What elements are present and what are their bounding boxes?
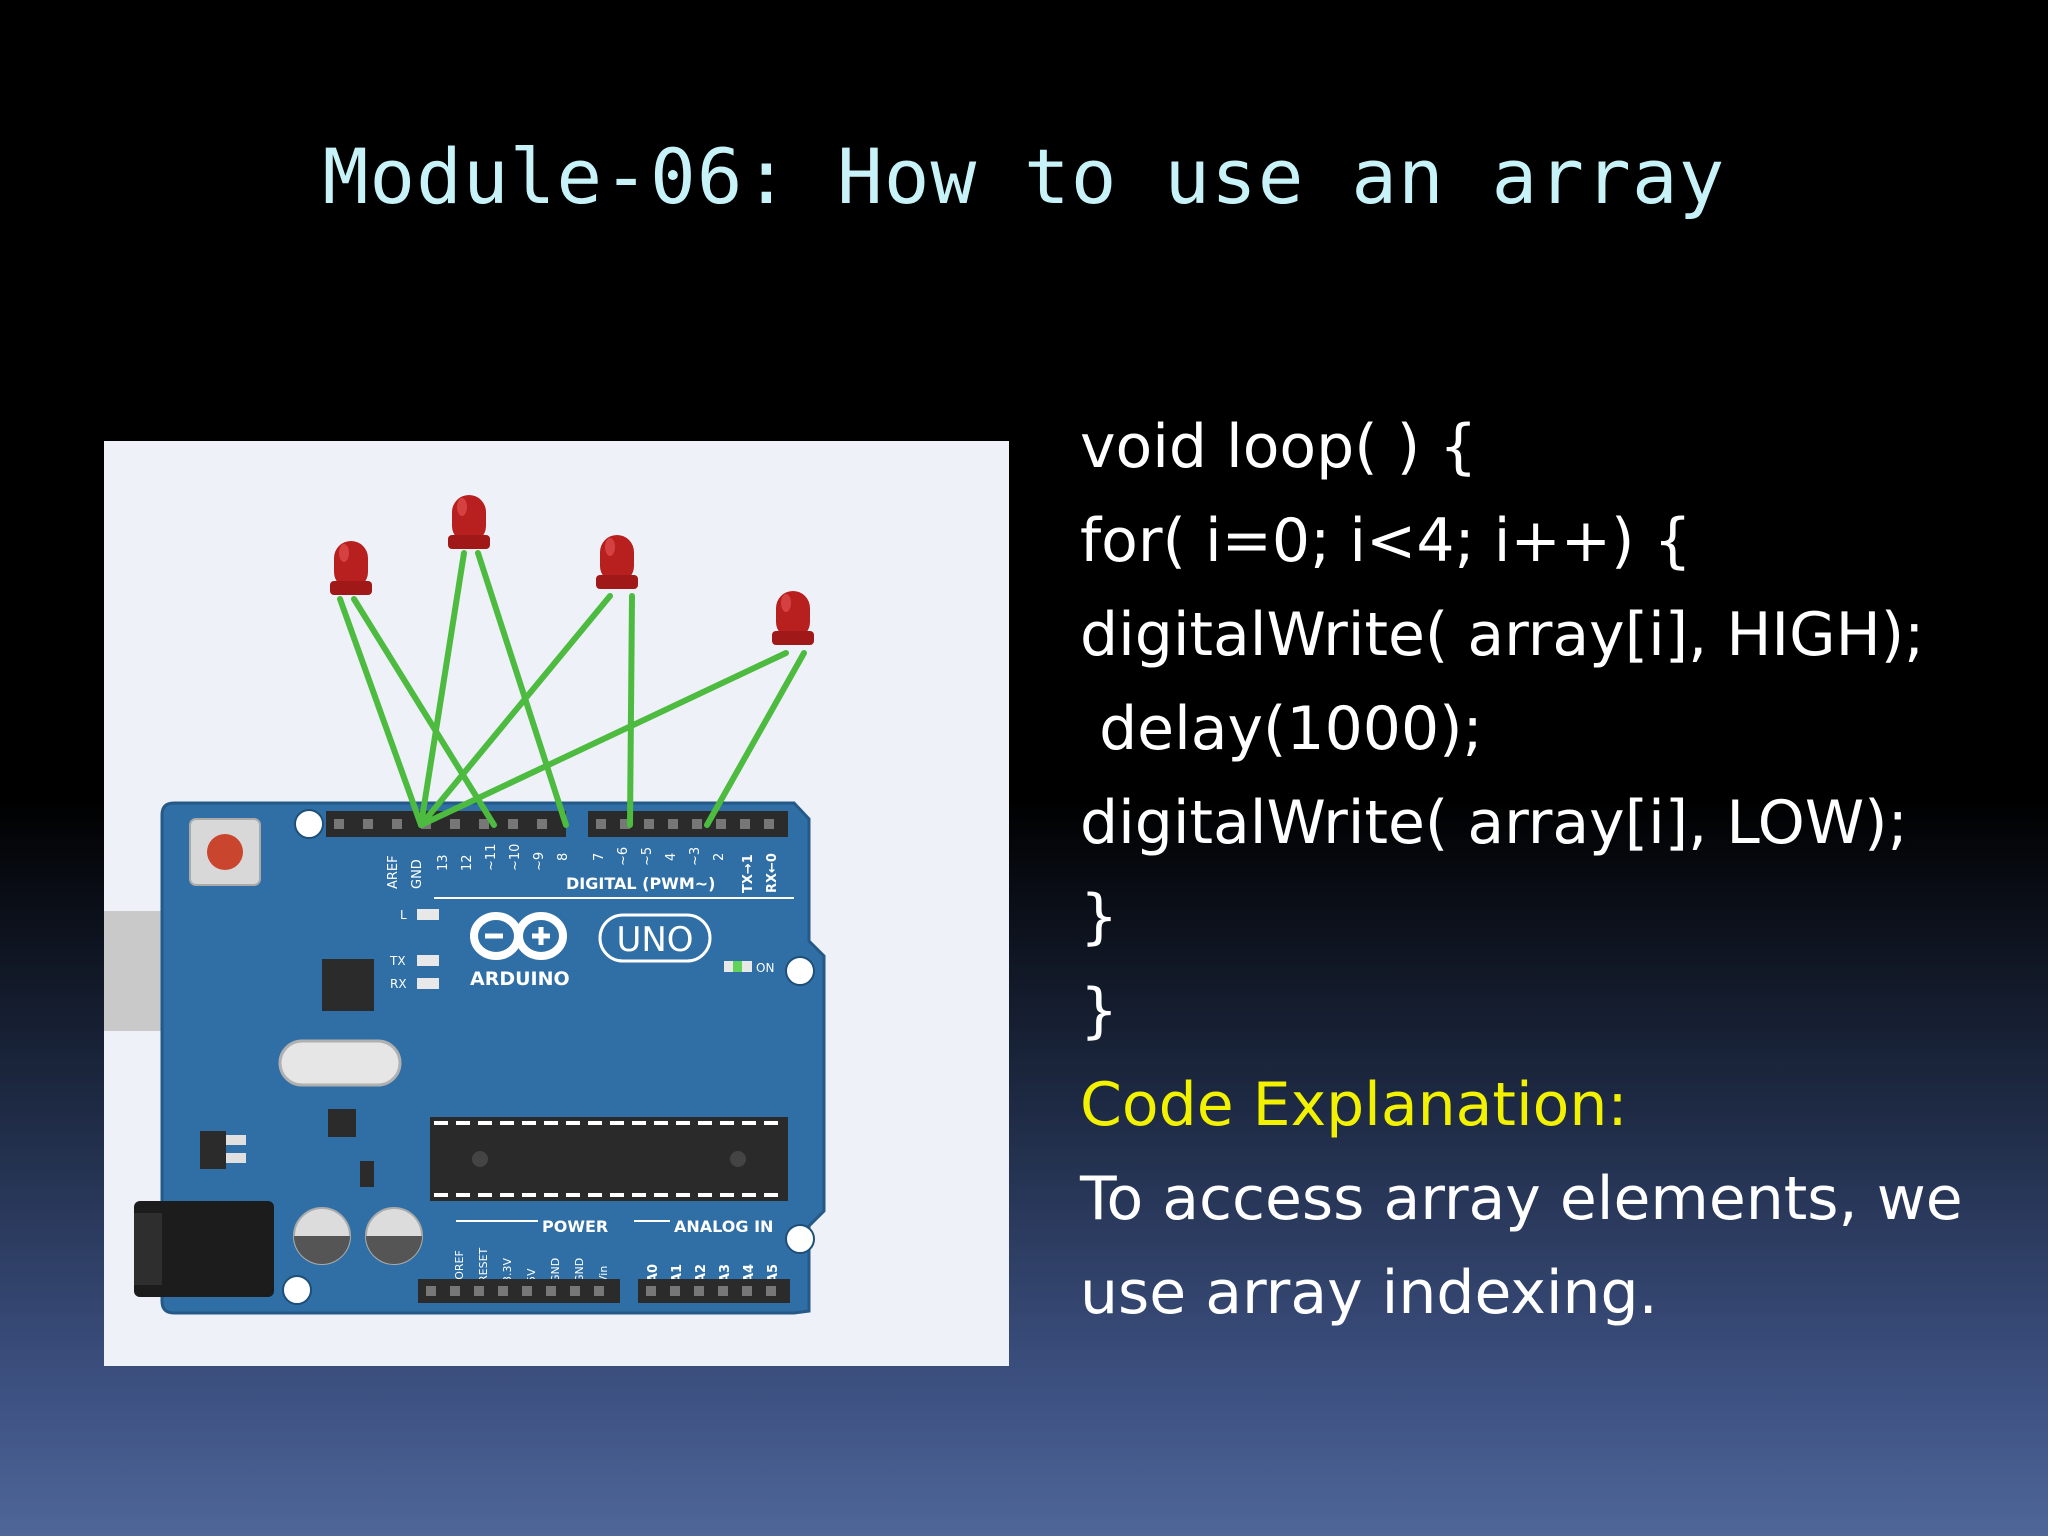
pin-label: ~5: [640, 847, 655, 866]
pin-label: 2: [712, 853, 727, 861]
wire: [418, 650, 789, 828]
pin-label: A1: [670, 1264, 685, 1283]
power-jack-front: [134, 1213, 162, 1285]
mount-hole: [785, 1224, 815, 1254]
pin-label: ~11: [484, 844, 499, 871]
led-4: [772, 591, 814, 645]
capacitor-mark: [366, 1236, 422, 1264]
led-1: [330, 541, 372, 595]
code-line: }: [1080, 882, 1119, 952]
pin-label: 4: [664, 853, 679, 861]
voltage-regulator: [200, 1131, 226, 1169]
pin-label: ~10: [508, 844, 523, 871]
led-label-rx: RX: [390, 977, 407, 991]
pin-label: 3.3V: [501, 1258, 514, 1283]
chip-dot: [472, 1151, 488, 1167]
pin-label: ~6: [616, 847, 631, 866]
arduino-brand: ARDUINO: [470, 968, 570, 990]
mount-hole: [282, 1275, 312, 1305]
pin-label: A0: [646, 1264, 661, 1283]
small-ic: [360, 1161, 374, 1187]
arduino-logo-icon: [470, 912, 567, 960]
pin-label: A3: [718, 1264, 733, 1283]
pin-label: Vin: [597, 1266, 610, 1283]
wire: [475, 550, 569, 828]
led-label-tx: TX: [389, 954, 406, 968]
bottom-header-pins: [426, 1286, 776, 1296]
chip-dot: [730, 1151, 746, 1167]
code-line: }: [1080, 976, 1119, 1046]
arduino-circuit-image: AREF GND 13 12 ~11 ~10 ~9 8 7 ~6 ~5 4 ~3…: [104, 441, 1009, 1366]
pin-label: GND: [549, 1258, 562, 1283]
pin-label: GND: [410, 859, 425, 889]
on-label: ON: [756, 961, 774, 975]
wire: [418, 550, 467, 828]
pin-label: ~9: [532, 852, 547, 871]
power-jack: [134, 1201, 274, 1297]
wire: [418, 593, 613, 828]
pin-label: 13: [436, 854, 451, 871]
uno-badge: [598, 913, 712, 963]
pin-label: A5: [766, 1264, 781, 1283]
crystal: [278, 1039, 402, 1087]
pin-label: RESET: [477, 1247, 490, 1283]
code-line: for( i=0; i<4; i++) {: [1080, 506, 1692, 576]
analog-header: [638, 1279, 790, 1303]
atmega-chip: [430, 1117, 788, 1201]
pin-label: 8: [556, 853, 571, 861]
pin-label: TX→1: [741, 854, 756, 893]
digital-header-right: [588, 811, 788, 837]
voltage-regulator-tab: [226, 1153, 246, 1163]
wires: [337, 550, 807, 828]
uno-label: UNO: [616, 920, 693, 960]
led-label-l: L: [400, 908, 407, 922]
pin-label: RX←0: [765, 853, 780, 893]
code-line: digitalWrite( array[i], LOW);: [1080, 788, 1908, 858]
capacitor-mark: [294, 1236, 350, 1264]
wire: [337, 596, 424, 828]
pin-label: ~3: [688, 847, 703, 866]
code-line: delay(1000);: [1080, 694, 1483, 764]
on-led-lit: [733, 961, 742, 972]
code-line: void loop( ) {: [1080, 412, 1478, 482]
analog-label: ANALOG IN: [674, 1217, 773, 1236]
led-rx: [417, 978, 439, 989]
explanation-text: To access array elements, we: [1080, 1164, 1963, 1234]
arduino-circuit-illustration: AREF GND 13 12 ~11 ~10 ~9 8 7 ~6 ~5 4 ~3…: [104, 495, 826, 1315]
digital-pin-labels: AREF GND 13 12 ~11 ~10 ~9 8 7 ~6 ~5 4 ~3…: [386, 844, 780, 893]
analog-pin-labels: A0 A1 A2 A3 A4 A5: [646, 1264, 781, 1283]
explanation-text: use array indexing.: [1080, 1258, 1658, 1328]
wire: [704, 650, 807, 828]
led-2: [448, 495, 490, 549]
pin-label: 7: [592, 853, 607, 861]
power-label: POWER: [542, 1217, 608, 1236]
pin-label: AREF: [386, 855, 401, 889]
led-tx: [417, 955, 439, 966]
reset-button: [207, 834, 243, 870]
small-component: [328, 1109, 356, 1137]
pin-label: A4: [742, 1264, 757, 1283]
mount-hole: [785, 956, 815, 986]
led-3: [596, 535, 638, 589]
led-l: [417, 909, 439, 920]
mount-hole: [294, 809, 324, 839]
wire: [351, 596, 497, 828]
wire: [627, 593, 635, 828]
pin-label: 12: [460, 854, 475, 871]
pin-label: GND: [573, 1258, 586, 1283]
code-line: digitalWrite( array[i], HIGH);: [1080, 600, 1925, 670]
slide-title: Module-06: How to use an array: [322, 132, 1726, 221]
power-header: [418, 1279, 620, 1303]
explanation-heading: Code Explanation:: [1080, 1070, 1628, 1140]
code-block: void loop( ) { for( i=0; i<4; i++) { dig…: [1080, 400, 1980, 1340]
voltage-regulator-tab: [226, 1135, 246, 1145]
usb-chip: [322, 959, 374, 1011]
digital-header-label: DIGITAL (PWM~): [566, 874, 715, 893]
pin-label: IOREF: [453, 1250, 466, 1283]
pin-label: A2: [694, 1264, 709, 1283]
